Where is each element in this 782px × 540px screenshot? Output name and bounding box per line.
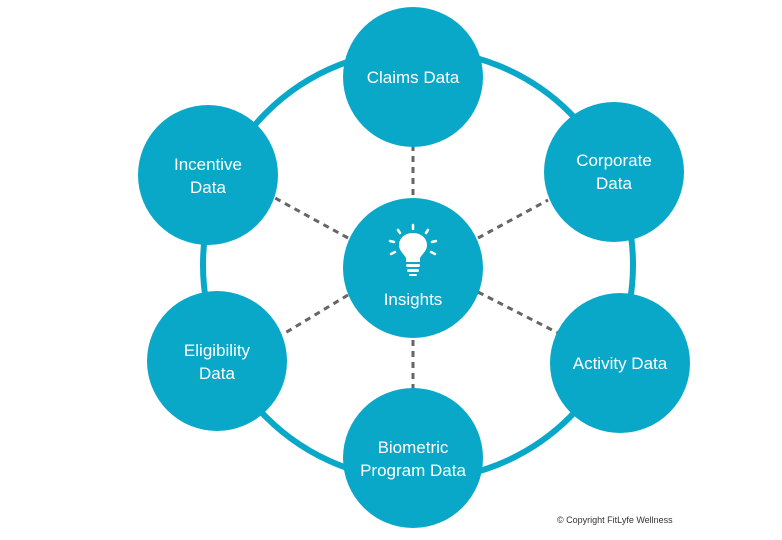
node-label-line: Program Data bbox=[360, 461, 466, 480]
node-eligibility-data: Eligibility Data bbox=[147, 291, 287, 431]
node-label-line: Activity Data bbox=[573, 354, 668, 373]
node-insights: Insights bbox=[343, 198, 483, 338]
node-label-line: Data bbox=[596, 174, 632, 193]
connector-eligibility bbox=[284, 293, 349, 335]
node-label-line: Claims Data bbox=[367, 68, 460, 87]
connector-incentive bbox=[274, 196, 349, 240]
node-corporate-data: Corporate Data bbox=[544, 102, 684, 242]
node-incentive-data: Incentive Data bbox=[138, 105, 278, 245]
node-circle bbox=[147, 291, 287, 431]
lightbulb-icon bbox=[388, 223, 438, 276]
node-circle bbox=[343, 388, 483, 528]
node-label-line: Incentive bbox=[174, 155, 242, 174]
node-biometric-program-data: Biometric Program Data bbox=[343, 388, 483, 528]
center-label: Insights bbox=[384, 290, 443, 309]
node-circle bbox=[343, 7, 483, 147]
node-label-line: Data bbox=[199, 364, 235, 383]
connectors bbox=[274, 145, 559, 390]
node-label-line: Corporate bbox=[576, 151, 652, 170]
node-claims-data: Claims Data bbox=[343, 7, 483, 147]
node-circle bbox=[544, 102, 684, 242]
node-activity-data: Activity Data bbox=[550, 293, 690, 433]
connector-corporate bbox=[477, 198, 549, 240]
node-label-line: Data bbox=[190, 178, 226, 197]
node-circle bbox=[550, 293, 690, 433]
node-label-line: Biometric bbox=[378, 438, 449, 457]
copyright-notice: © Copyright FitLyfe Wellness bbox=[557, 515, 673, 525]
connector-activity bbox=[477, 290, 559, 335]
node-label-line: Eligibility bbox=[184, 341, 251, 360]
node-circle bbox=[138, 105, 278, 245]
center-circle bbox=[343, 198, 483, 338]
